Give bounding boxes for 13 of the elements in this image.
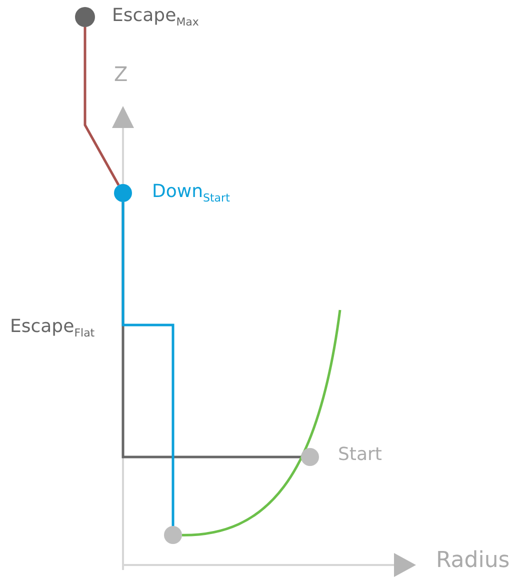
axis-label: Z	[114, 62, 128, 86]
axis-label: Radius	[436, 548, 510, 573]
point-label: Start	[338, 444, 382, 465]
point-label: Escape$_{Max}$	[112, 5, 199, 29]
bottom-point	[164, 526, 182, 544]
path-line	[182, 310, 342, 536]
point-label: Down$_{Start}$	[152, 181, 230, 205]
escape-max-point	[75, 7, 95, 27]
level-label: Escape$_{Flat}$	[10, 316, 95, 340]
start-point	[301, 448, 319, 466]
path-line	[84, 27, 120, 186]
path-line	[122, 202, 174, 526]
down-start-point	[114, 184, 132, 202]
